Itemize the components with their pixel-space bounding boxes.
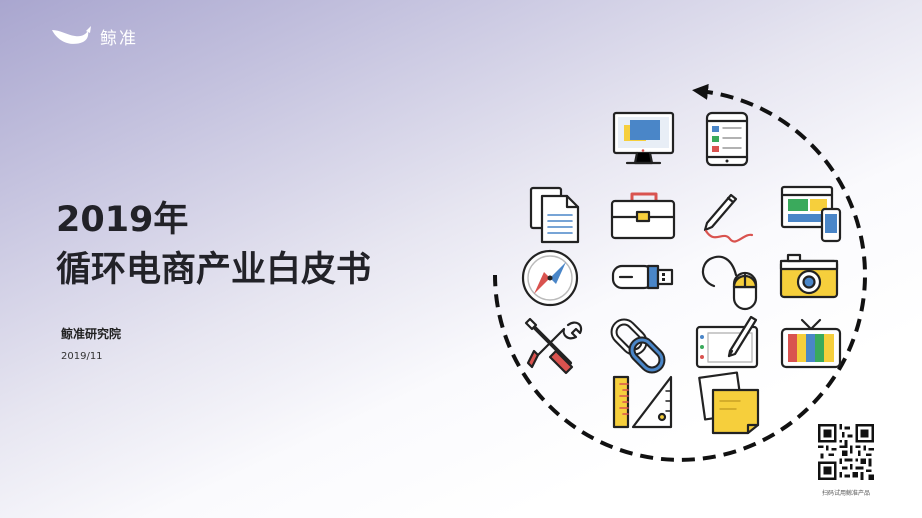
monitor-icon: [612, 111, 675, 165]
title-main: 循环电商产业白皮书: [56, 250, 372, 290]
tools-icon: [524, 317, 583, 375]
camera-icon: [779, 253, 839, 299]
tablet-icon: [705, 111, 749, 167]
brand-name: 鲸准: [100, 29, 138, 49]
whale-icon: [52, 25, 91, 44]
publish-date: 2019/11: [61, 351, 103, 362]
mouse-icon: [701, 255, 758, 311]
chain-link-icon: [610, 318, 666, 374]
qr-code-icon: [818, 424, 874, 480]
compass-icon: [521, 249, 579, 307]
pen-icon: [703, 193, 754, 243]
page-title: 2019年 循环电商产业白皮书: [56, 195, 371, 295]
author-org: 鲸准研究院: [61, 327, 122, 341]
sticky-notes-icon: [698, 371, 760, 435]
qr-caption: 扫码试用鲸准产品: [821, 490, 870, 497]
drawing-tablet-icon: [695, 315, 759, 369]
briefcase-icon: [610, 192, 676, 240]
browser-devices-icon: [780, 185, 842, 243]
icon-circle-illustration: [493, 83, 867, 462]
ruler-triangle-icon: [612, 375, 673, 429]
dashed-circular-arrow: [493, 83, 867, 462]
title-year: 2019年: [56, 200, 189, 240]
usb-drive-icon: [611, 264, 674, 290]
tv-icon: [780, 318, 842, 369]
brand-logo: 鲸准: [50, 24, 138, 49]
documents-icon: [529, 186, 580, 244]
